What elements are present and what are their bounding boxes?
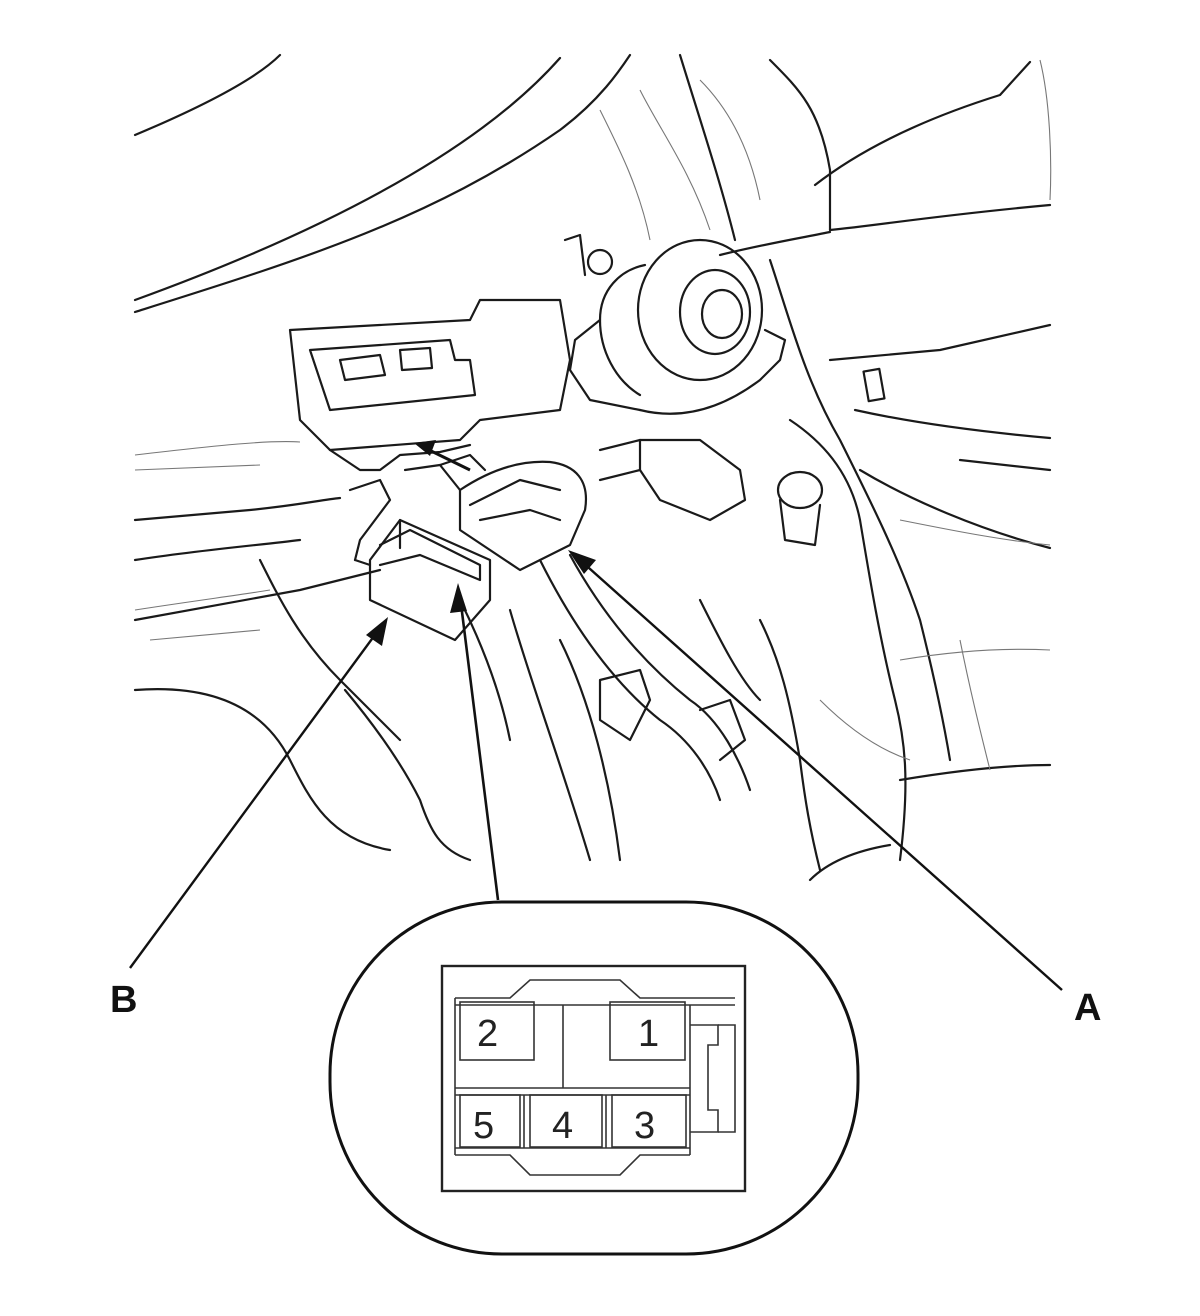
vehicle-structure [133,53,1052,882]
release-arrow-icon [414,440,471,472]
leader-line-connector-view [450,583,500,901]
connector-pin-5: 5 [473,1105,494,1147]
connector-face-frame [440,964,747,1193]
callout-label-a: A [1074,987,1101,1029]
connector-pin-1: 1 [638,1013,659,1055]
connector-pin-3: 3 [634,1105,655,1147]
connector-housing-outline [454,979,736,1176]
leader-line-b [129,617,388,969]
connector-pin-2: 2 [477,1013,498,1055]
callout-label-b: B [110,979,137,1021]
connector-view-bubble [328,900,860,1256]
vehicle-structure-thin-lines [134,59,1052,771]
connector-pin-4: 4 [552,1105,573,1147]
leader-line-a [568,550,1063,991]
connector-terminal-view: 1 2 3 4 5 [328,900,860,1256]
